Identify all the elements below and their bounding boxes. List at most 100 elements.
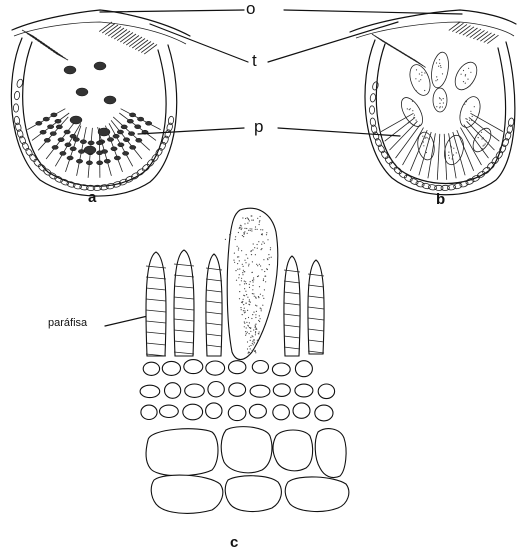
stipple-dot [242,314,243,315]
stipple-dot [241,309,242,310]
stipple-dot [244,234,245,235]
stipple-dot [229,234,230,235]
small-cell [208,382,224,397]
leader-p-right [278,128,400,136]
stipple-dot [469,120,470,121]
stipple-dot [238,248,239,249]
stipple-dot [253,279,254,280]
small-cell [140,385,160,397]
small-cell [273,405,290,420]
spore [145,121,151,125]
stipple-dot [255,314,256,315]
stipple-dot [266,232,267,233]
spore [50,132,56,136]
stipple-dot [244,228,245,229]
stipple-dot [257,340,258,341]
stipple-dot [259,220,260,221]
stipple-dot [264,289,265,290]
leader-t-left [150,24,248,62]
stipple-dot [252,343,253,344]
spore [52,145,58,149]
stipple-dot [439,63,440,64]
stipple-dot [250,345,251,346]
stipple-dot [247,233,248,234]
stipple-dot [257,218,258,219]
periphysis [414,60,426,68]
perithecium-a [11,10,190,196]
stipple-dot [423,141,424,142]
stipple-dot [239,268,240,269]
stipple-dot [440,98,441,99]
stipple-dot [248,325,249,326]
stipple-dot [241,229,242,230]
spore [40,130,46,134]
stipple-dot [248,265,249,266]
stipple-dot [465,74,466,75]
stipple-dot [258,275,259,276]
stipple-dot [253,220,254,221]
stipple-dot [250,340,251,341]
small-cell [160,405,179,417]
spore-cluster [84,146,96,154]
stipple-dot [266,234,267,235]
stipple-dot [249,346,250,347]
stipple-dot [467,119,468,120]
stipple-dot [263,298,264,299]
stipple-dot [448,155,449,156]
basal-large-cells [146,427,349,514]
stipple-dot [244,260,245,261]
stipple-dot [235,239,236,240]
stipple-dot [247,310,248,311]
label-p: p [254,118,263,135]
stipple-dot [260,216,261,217]
stipple-dot [442,106,443,107]
stipple-dot [246,303,247,304]
stipple-dot [251,230,252,231]
stipple-dot [425,137,426,138]
wall-cell [136,167,146,176]
stipple-dot [246,283,247,284]
small-cell [293,403,310,418]
perithecium-b-surface-inner [356,22,514,38]
stipple-dot [410,108,411,109]
wall-cell [486,161,496,171]
periphysis [452,23,463,31]
spore [128,132,134,136]
wall-cell [422,183,431,190]
stipple-dot [261,248,262,249]
stipple-dot [255,327,256,328]
stipple-dot [249,354,250,355]
ascus [397,94,427,130]
small-cell [295,361,312,377]
stipple-dot [436,62,437,63]
spore [88,141,94,145]
stipple-dot [238,256,239,257]
wall-cell [33,158,43,168]
stipple-dot [249,220,250,221]
stipple-dot [465,75,466,76]
stipple-dot [467,79,468,80]
stipple-dot [249,352,250,353]
stipple-dot [426,152,427,153]
stipple-dot [440,67,441,68]
stipple-dot [439,103,440,104]
small-cell [162,361,180,375]
spore [137,117,143,121]
stipple-dot [237,263,238,264]
wall-cell [14,91,20,100]
label-panel-c: c [230,535,238,550]
perithecium-a-surface [12,10,190,36]
stipple-dot [442,73,443,74]
stipple-dot [246,327,247,328]
stipple-dot [253,312,254,313]
stipple-dot [261,269,262,270]
stipple-dot [257,248,258,249]
stipple-dot [465,118,466,119]
stipple-dot [237,246,238,247]
stipple-dot [250,281,251,282]
ascus [406,62,434,98]
stipple-dot [264,243,265,244]
spore [47,125,53,129]
